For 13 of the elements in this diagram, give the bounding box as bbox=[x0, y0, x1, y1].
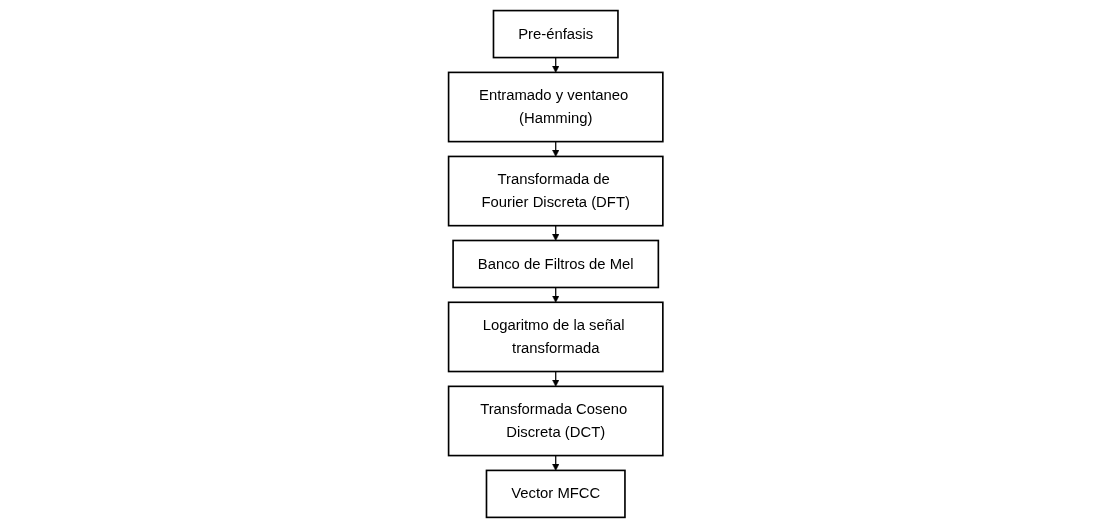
node-box: Vector MFCC bbox=[485, 469, 626, 519]
arrow bbox=[551, 225, 560, 241]
node-box: Banco de Filtros de Mel bbox=[452, 239, 659, 289]
arrow bbox=[551, 454, 560, 471]
node-box: Entramado y ventaneo (Hamming) bbox=[447, 71, 664, 143]
node-box: Logaritmo de la señal transformada bbox=[447, 301, 664, 373]
node-box: Pre-énfasis bbox=[492, 9, 619, 59]
node-box: Transformada de Fourier Discreta (DFT) bbox=[447, 155, 664, 227]
arrow bbox=[551, 141, 560, 157]
node-box: Transformada Coseno Discreta (DCT) bbox=[447, 385, 664, 457]
arrow bbox=[551, 56, 560, 73]
arrow bbox=[551, 286, 560, 303]
arrow bbox=[551, 370, 560, 387]
